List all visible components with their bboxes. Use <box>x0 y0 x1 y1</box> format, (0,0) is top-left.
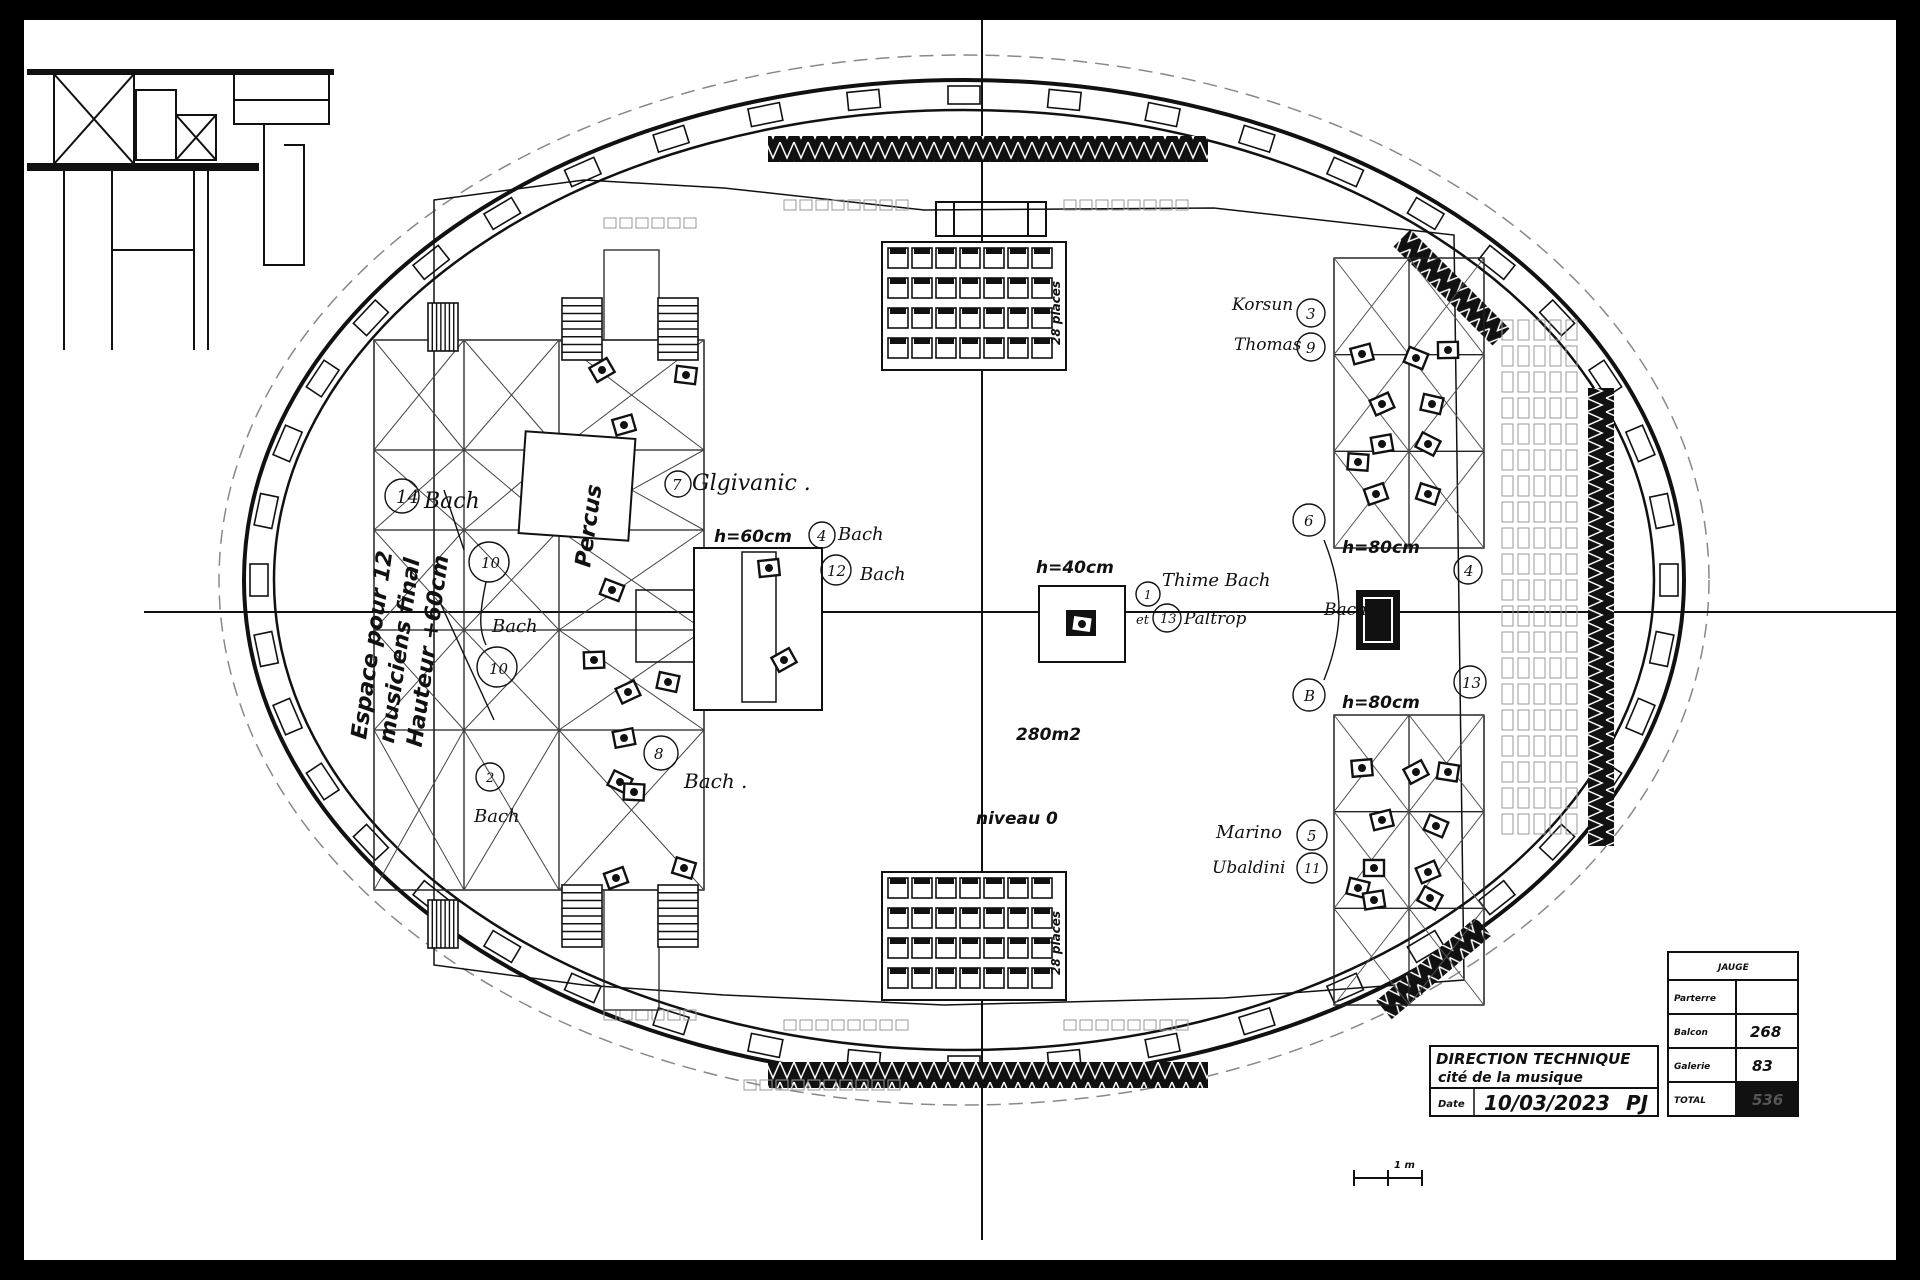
platform-60cm <box>635 547 823 711</box>
svg-text:Marino: Marino <box>1215 822 1282 843</box>
scale-bar <box>1353 1170 1423 1186</box>
svg-text:Bach: Bach <box>1323 600 1367 620</box>
handwritten-annotations <box>384 298 1487 884</box>
svg-text:et: et <box>1136 613 1150 628</box>
balcony-seats <box>603 199 1578 1091</box>
music-stands <box>582 340 1461 912</box>
left-stage-stairs <box>427 297 699 949</box>
svg-text:B: B <box>1303 687 1315 705</box>
svg-text:1: 1 <box>1144 588 1152 602</box>
jauge-table <box>1667 951 1799 1117</box>
area-label: 280m2 <box>1016 725 1081 745</box>
jauge-row-value: 83 <box>1752 1057 1773 1075</box>
seat-count-bottom: 28 places <box>1049 911 1063 975</box>
svg-text:Ubaldini: Ubaldini <box>1212 858 1286 878</box>
svg-text:10: 10 <box>481 554 501 572</box>
svg-text:2: 2 <box>485 771 494 786</box>
svg-text:Korsun: Korsun <box>1231 295 1293 315</box>
annotation-texts: 14 Bach 7 Glgivanic . 4 Bach 12 Bach 10 … <box>396 295 1481 878</box>
svg-text:5: 5 <box>1307 827 1317 845</box>
title-date-value: 10/03/2023 <box>1484 1091 1610 1115</box>
svg-text:Thime Bach: Thime Bach <box>1162 570 1270 591</box>
svg-text:11: 11 <box>1304 862 1321 877</box>
title-line2: cité de la musique <box>1438 1070 1583 1086</box>
title-initials: PJ <box>1626 1091 1649 1115</box>
bottom-truss <box>768 1062 1208 1088</box>
svg-text:8: 8 <box>654 745 664 763</box>
top-truss <box>768 136 1208 162</box>
svg-text:6: 6 <box>1304 512 1314 530</box>
jauge-row-label: Balcon <box>1674 1028 1708 1038</box>
svg-text:Thomas: Thomas <box>1234 335 1302 355</box>
title-line1: DIRECTION TECHNIQUE <box>1436 1050 1631 1068</box>
svg-text:Bach: Bach <box>423 489 480 514</box>
bottom-seating-block <box>881 871 1067 1001</box>
level-label: niveau 0 <box>976 809 1058 829</box>
jauge-header: JAUGE <box>1716 963 1750 973</box>
svg-text:10: 10 <box>489 660 509 678</box>
title-date-label: Date <box>1438 1099 1465 1110</box>
svg-text:4: 4 <box>816 527 827 545</box>
structural-section-inset <box>27 69 334 350</box>
svg-text:Bach .: Bach . <box>683 769 747 793</box>
jauge-row-label: TOTAL <box>1674 1096 1706 1106</box>
svg-text:Bach: Bach <box>491 616 538 637</box>
jauge-row-value: 268 <box>1750 1023 1781 1041</box>
seat-count-top: 28 places <box>1049 281 1063 345</box>
title-block <box>1429 1045 1659 1117</box>
height-label-60cm: h=60cm <box>714 527 792 547</box>
height-label-40cm: h=40cm <box>1036 558 1114 578</box>
svg-text:4: 4 <box>1463 562 1474 580</box>
svg-text:7: 7 <box>672 476 682 494</box>
scale-label: 1 m <box>1394 1160 1415 1171</box>
svg-text:9: 9 <box>1306 339 1316 357</box>
floor-plan-sheet: 28 places 28 places Percus Espace pour 1… <box>24 20 1896 1260</box>
svg-text:14: 14 <box>396 487 419 508</box>
percus-box <box>517 430 637 542</box>
svg-text:Paltrop: Paltrop <box>1183 609 1246 629</box>
height-label-80cm-top: h=80cm <box>1342 538 1420 558</box>
svg-text:Bach: Bach <box>473 806 520 827</box>
top-seating-block <box>881 241 1067 371</box>
left-zone-label: Espace pour 12 musiciens final Hauteur +… <box>347 549 454 748</box>
height-label-80cm-bottom: h=80cm <box>1342 693 1420 713</box>
inner-wall <box>272 108 1656 1052</box>
svg-text:Bach: Bach <box>859 564 906 585</box>
svg-text:Glgivanic .: Glgivanic . <box>692 471 811 496</box>
jauge-row-label: Galerie <box>1674 1062 1710 1072</box>
svg-text:13: 13 <box>1160 612 1177 627</box>
right-vertical-truss <box>1588 388 1614 846</box>
svg-text:13: 13 <box>1462 674 1481 692</box>
svg-text:3: 3 <box>1306 305 1316 323</box>
svg-text:Bach: Bach <box>837 524 884 545</box>
jauge-row-value: 536 <box>1752 1091 1783 1109</box>
jauge-row-label: Parterre <box>1674 994 1716 1004</box>
right-diagonal-truss-bottom <box>1376 917 1492 1020</box>
top-bridge <box>935 201 1047 237</box>
svg-text:12: 12 <box>827 562 846 580</box>
outer-dashed-ellipse <box>218 54 1710 1106</box>
floor-plan-drawing: 28 places 28 places Percus Espace pour 1… <box>27 20 1896 1240</box>
